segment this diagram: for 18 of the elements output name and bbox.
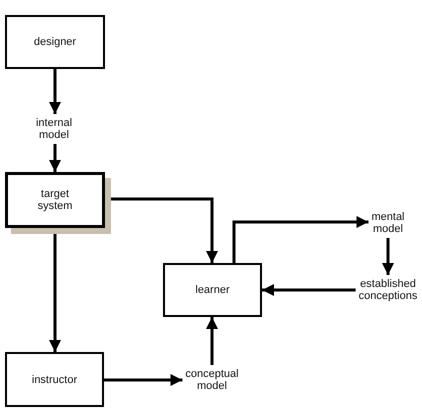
arrow [49, 69, 61, 114]
arrow [382, 238, 394, 275]
process-box [5, 15, 105, 69]
node-label: designer [34, 36, 76, 48]
concept-label: internal model [36, 117, 72, 141]
arrow [104, 374, 182, 386]
concept-label: conceptual model [185, 368, 239, 392]
process-box [5, 352, 104, 407]
arrow [262, 284, 356, 296]
arrow [232, 216, 368, 263]
concept-label: established conceptions [358, 278, 418, 302]
node-label: instructor [32, 374, 78, 386]
arrow [206, 317, 218, 365]
concept-label: mental model [371, 211, 405, 235]
process-box [163, 263, 262, 317]
node-label: target system [38, 188, 72, 212]
arrow [49, 144, 61, 172]
node-label: learner [195, 284, 230, 296]
